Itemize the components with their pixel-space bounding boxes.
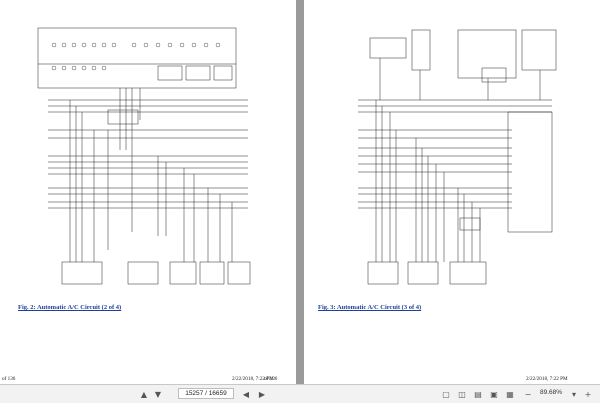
- zoom-level[interactable]: 89.68%: [540, 389, 563, 396]
- page-footer-number-right: of 136: [264, 376, 278, 382]
- circuit-diagram-right: [358, 29, 557, 285]
- dropdown-icon[interactable]: ▾: [571, 389, 576, 399]
- circuit-diagram-left: [37, 27, 251, 285]
- arrow-up-icon[interactable]: ▲: [140, 389, 148, 399]
- two-page-icon[interactable]: ◫: [458, 389, 466, 399]
- page-footer-date-left: 2/22/2018, 7:22 PM: [232, 376, 274, 382]
- page-footer-date-right: 2/22/2018, 7:22 PM: [526, 376, 568, 382]
- document-page-left: Fig. 2: Automatic A/C Circuit (2 of 4) o…: [0, 0, 296, 384]
- viewer-toolbar: ▲ ▼ 15257 / 16659 ◀ ▶ ▢ ◫ ▤ ▣ ▦ − 89.68%…: [0, 384, 600, 403]
- figure-caption-right[interactable]: Fig. 3: Automatic A/C Circuit (3 of 4): [318, 304, 422, 311]
- document-page-right: Fig. 3: Automatic A/C Circuit (3 of 4) 2…: [304, 0, 600, 384]
- fit-icon[interactable]: ▣: [490, 389, 498, 399]
- arrow-down-icon[interactable]: ▼: [154, 389, 162, 399]
- zoom-in-icon[interactable]: +: [584, 389, 592, 399]
- page-footer-number-left: of 136: [2, 376, 16, 382]
- single-page-icon[interactable]: ▢: [442, 389, 450, 399]
- zoom-out-icon[interactable]: −: [524, 389, 532, 399]
- continuous-icon[interactable]: ▤: [474, 389, 482, 399]
- next-page-icon[interactable]: ▶: [258, 389, 266, 399]
- grid-icon[interactable]: ▦: [506, 389, 514, 399]
- page-number-input[interactable]: 15257 / 16659: [178, 388, 234, 399]
- figure-caption-left[interactable]: Fig. 2: Automatic A/C Circuit (2 of 4): [18, 304, 122, 311]
- first-page-icon[interactable]: ◀: [242, 389, 250, 399]
